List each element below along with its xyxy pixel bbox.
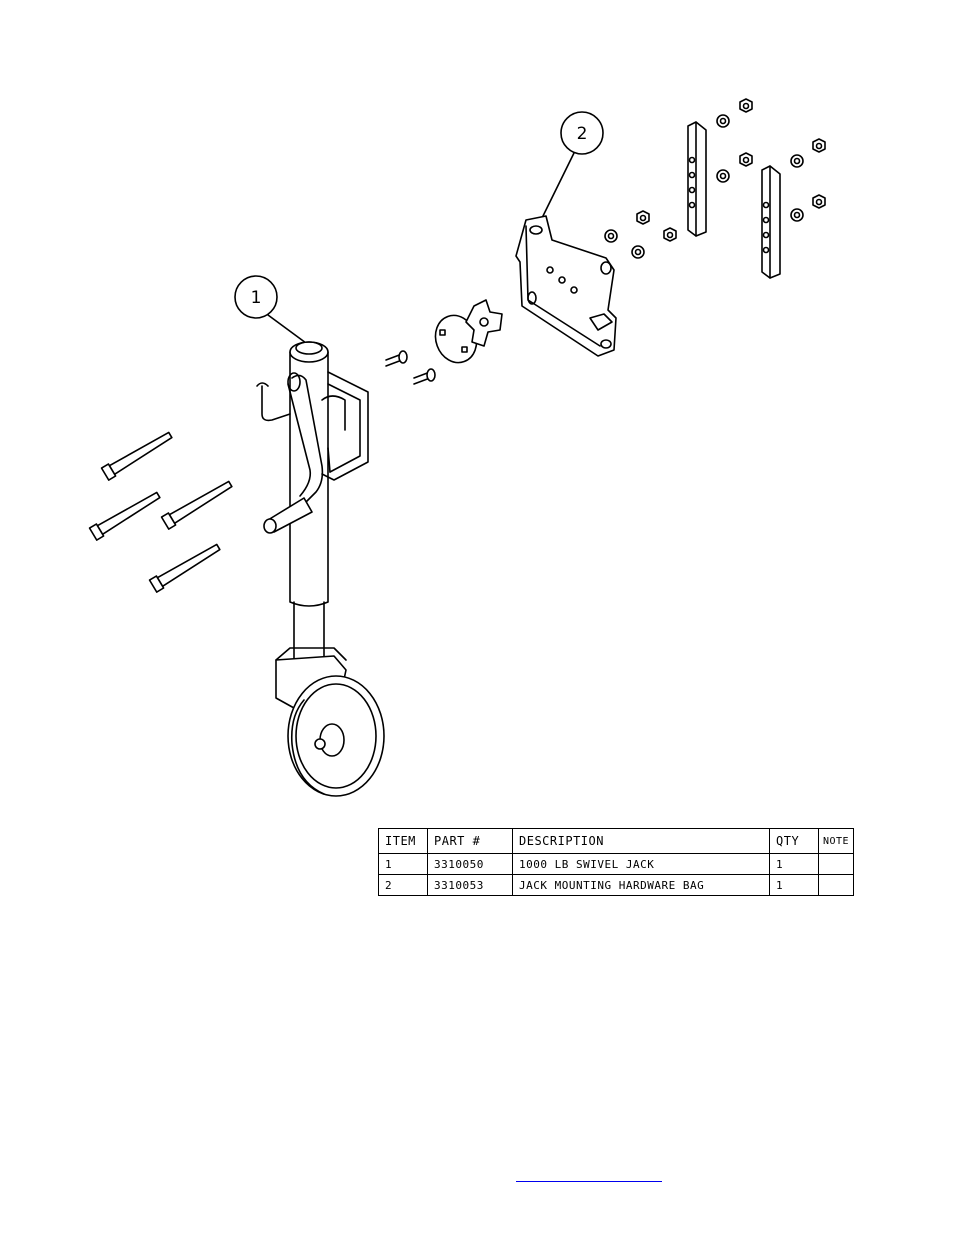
column-header-description: DESCRIPTION: [512, 828, 770, 854]
bill-of-materials-table: ITEM PART # DESCRIPTION QTY NOTE 1 33100…: [378, 828, 855, 896]
star-plate: [465, 299, 503, 347]
exploded-assembly-drawing: 1 2: [88, 98, 826, 797]
bolt: [160, 480, 233, 530]
cell-qty: 1: [769, 874, 819, 896]
cell-description: JACK MOUNTING HARDWARE BAG: [512, 874, 770, 896]
table-row: 1 3310050 1000 LB SWIVEL JACK 1: [378, 853, 855, 875]
cell-note: [817, 874, 855, 896]
cell-item: 1: [378, 853, 428, 875]
swivel-jack: [256, 341, 385, 797]
bolt: [148, 543, 221, 593]
hyperlink-underline[interactable]: [516, 1181, 662, 1182]
slotted-strap: [687, 121, 707, 237]
table-header-row: ITEM PART # DESCRIPTION QTY NOTE: [378, 828, 855, 854]
cell-item: 2: [378, 874, 428, 896]
cell-qty: 1: [769, 853, 819, 875]
balloon-item-1: 1: [234, 275, 307, 344]
column-header-part-number: PART #: [427, 828, 513, 854]
bolt: [88, 491, 161, 541]
column-header-qty: QTY: [769, 828, 819, 854]
cell-part-number: 3310053: [427, 874, 513, 896]
balloon-item-2: 2: [541, 111, 604, 219]
hex-bolts: [88, 431, 233, 593]
balloon-1-label: 1: [251, 288, 262, 308]
table-row: 2 3310053 JACK MOUNTING HARDWARE BAG 1: [378, 874, 855, 896]
column-header-note: NOTE: [817, 828, 855, 854]
balloon-2-label: 2: [577, 124, 588, 144]
column-header-item: ITEM: [378, 828, 428, 854]
nuts-and-washers: [604, 98, 826, 259]
cell-note: [817, 853, 855, 875]
slotted-strap: [761, 165, 781, 279]
mounting-plate: [515, 215, 617, 357]
cell-description: 1000 LB SWIVEL JACK: [512, 853, 770, 875]
cell-part-number: 3310050: [427, 853, 513, 875]
bolt: [100, 431, 173, 481]
carriage-screws: [385, 350, 436, 385]
